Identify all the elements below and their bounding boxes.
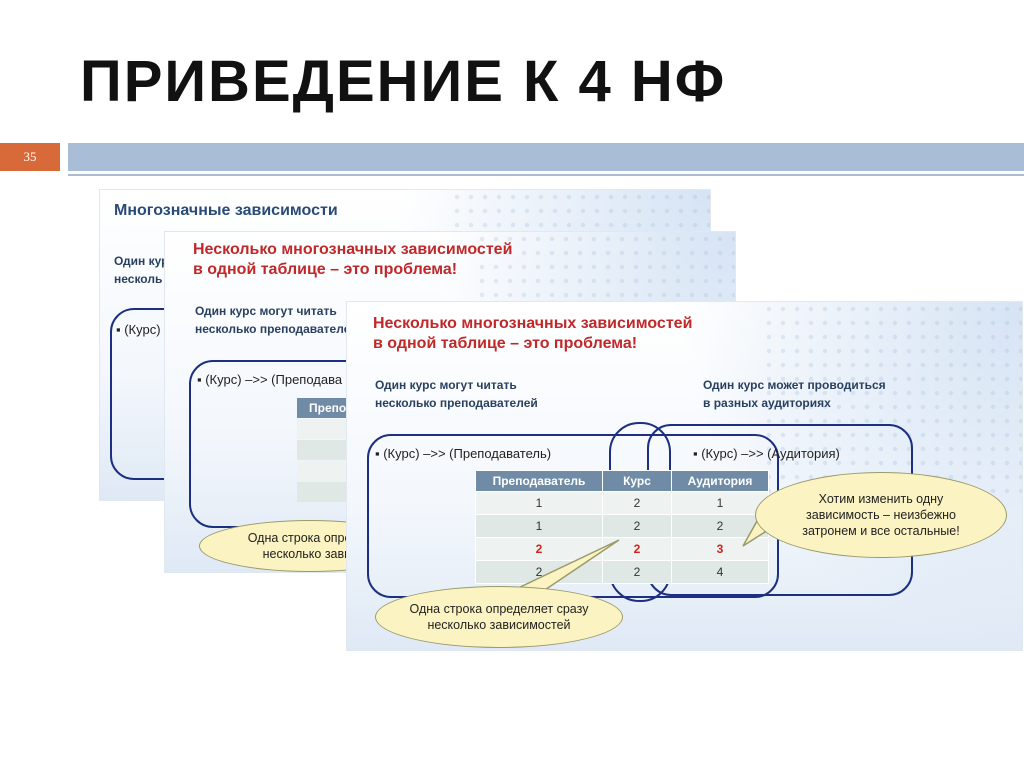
slide2-bullet: ▪ (Курс) –>> (Преподава <box>197 372 343 387</box>
dot-pattern <box>762 302 1022 502</box>
slide3-left-text-line1: Один курс могут читать <box>375 378 517 392</box>
page-title: ПРИВЕДЕНИЕ К 4 НФ <box>80 49 727 114</box>
slide2-bubble-line2: несколько завис <box>262 547 358 561</box>
slide3-bullet-left: ▪ (Курс) –>> (Преподаватель) <box>375 446 552 461</box>
right-bubble-line2: зависимость – неизбежно <box>806 508 956 522</box>
table-cell: 2 <box>602 560 672 584</box>
column-header-room: Аудитория <box>671 470 769 492</box>
slide1-bullet: ▪ (Курс) <box>116 322 161 337</box>
table-cell: 1 <box>475 491 603 515</box>
slide1-text-line2: несколь <box>114 272 163 286</box>
header-stripe <box>68 143 1024 171</box>
table-cell: 4 <box>671 560 769 584</box>
slide3-heading-line2: в одной таблице – это проблема! <box>373 335 638 352</box>
table-row-highlighted: 2 2 3 <box>475 537 769 561</box>
table-cell: 2 <box>602 514 672 538</box>
table-cell: 1 <box>671 491 769 515</box>
header-bar: 35 <box>0 143 1024 176</box>
left-bubble-line1: Одна строка определяет сразу <box>409 602 589 616</box>
table-row: 1 2 2 <box>475 514 769 538</box>
right-bubble-line1: Хотим изменить одну <box>818 492 944 506</box>
left-callout-bubble: Одна строка определяет сразу несколько з… <box>375 586 623 648</box>
header-underline <box>68 174 1024 176</box>
slide2-text-line2: несколько преподавателе <box>195 322 351 336</box>
slide3-right-text-line1: Один курс может проводиться <box>703 378 886 392</box>
table-row: 1 2 1 <box>475 491 769 515</box>
slide3-heading-line1: Несколько многозначных зависимостей <box>373 315 693 332</box>
slide1-text-line1: Один кур <box>114 254 169 268</box>
left-bubble-line2: несколько зависимостей <box>427 618 571 632</box>
slide3-left-text-line2: несколько преподавателей <box>375 396 538 410</box>
slide2-heading-line1: Несколько многозначных зависимостей <box>193 241 513 258</box>
right-bubble-line3: затронем и все остальные! <box>802 524 960 538</box>
slide3-right-text-line2: в разных аудиториях <box>703 396 831 410</box>
right-callout-bubble: Хотим изменить одну зависимость – неизбе… <box>755 472 1007 558</box>
slide1-heading: Многозначные зависимости <box>114 202 338 219</box>
table-cell: 2 <box>671 514 769 538</box>
slide-image-front: Несколько многозначных зависимостей в од… <box>347 302 1022 650</box>
table-cell: 3 <box>671 537 769 561</box>
slide2-text-line1: Один курс могут читать <box>195 304 337 318</box>
slide2-bubble-line1: Одна строка определ <box>247 531 373 545</box>
slide3-bullet-right: ▪ (Курс) –>> (Аудитория) <box>693 446 840 461</box>
column-header-course: Курс <box>602 470 672 492</box>
slide-number: 35 <box>0 143 60 171</box>
slide2-heading-line2: в одной таблице – это проблема! <box>193 261 458 278</box>
